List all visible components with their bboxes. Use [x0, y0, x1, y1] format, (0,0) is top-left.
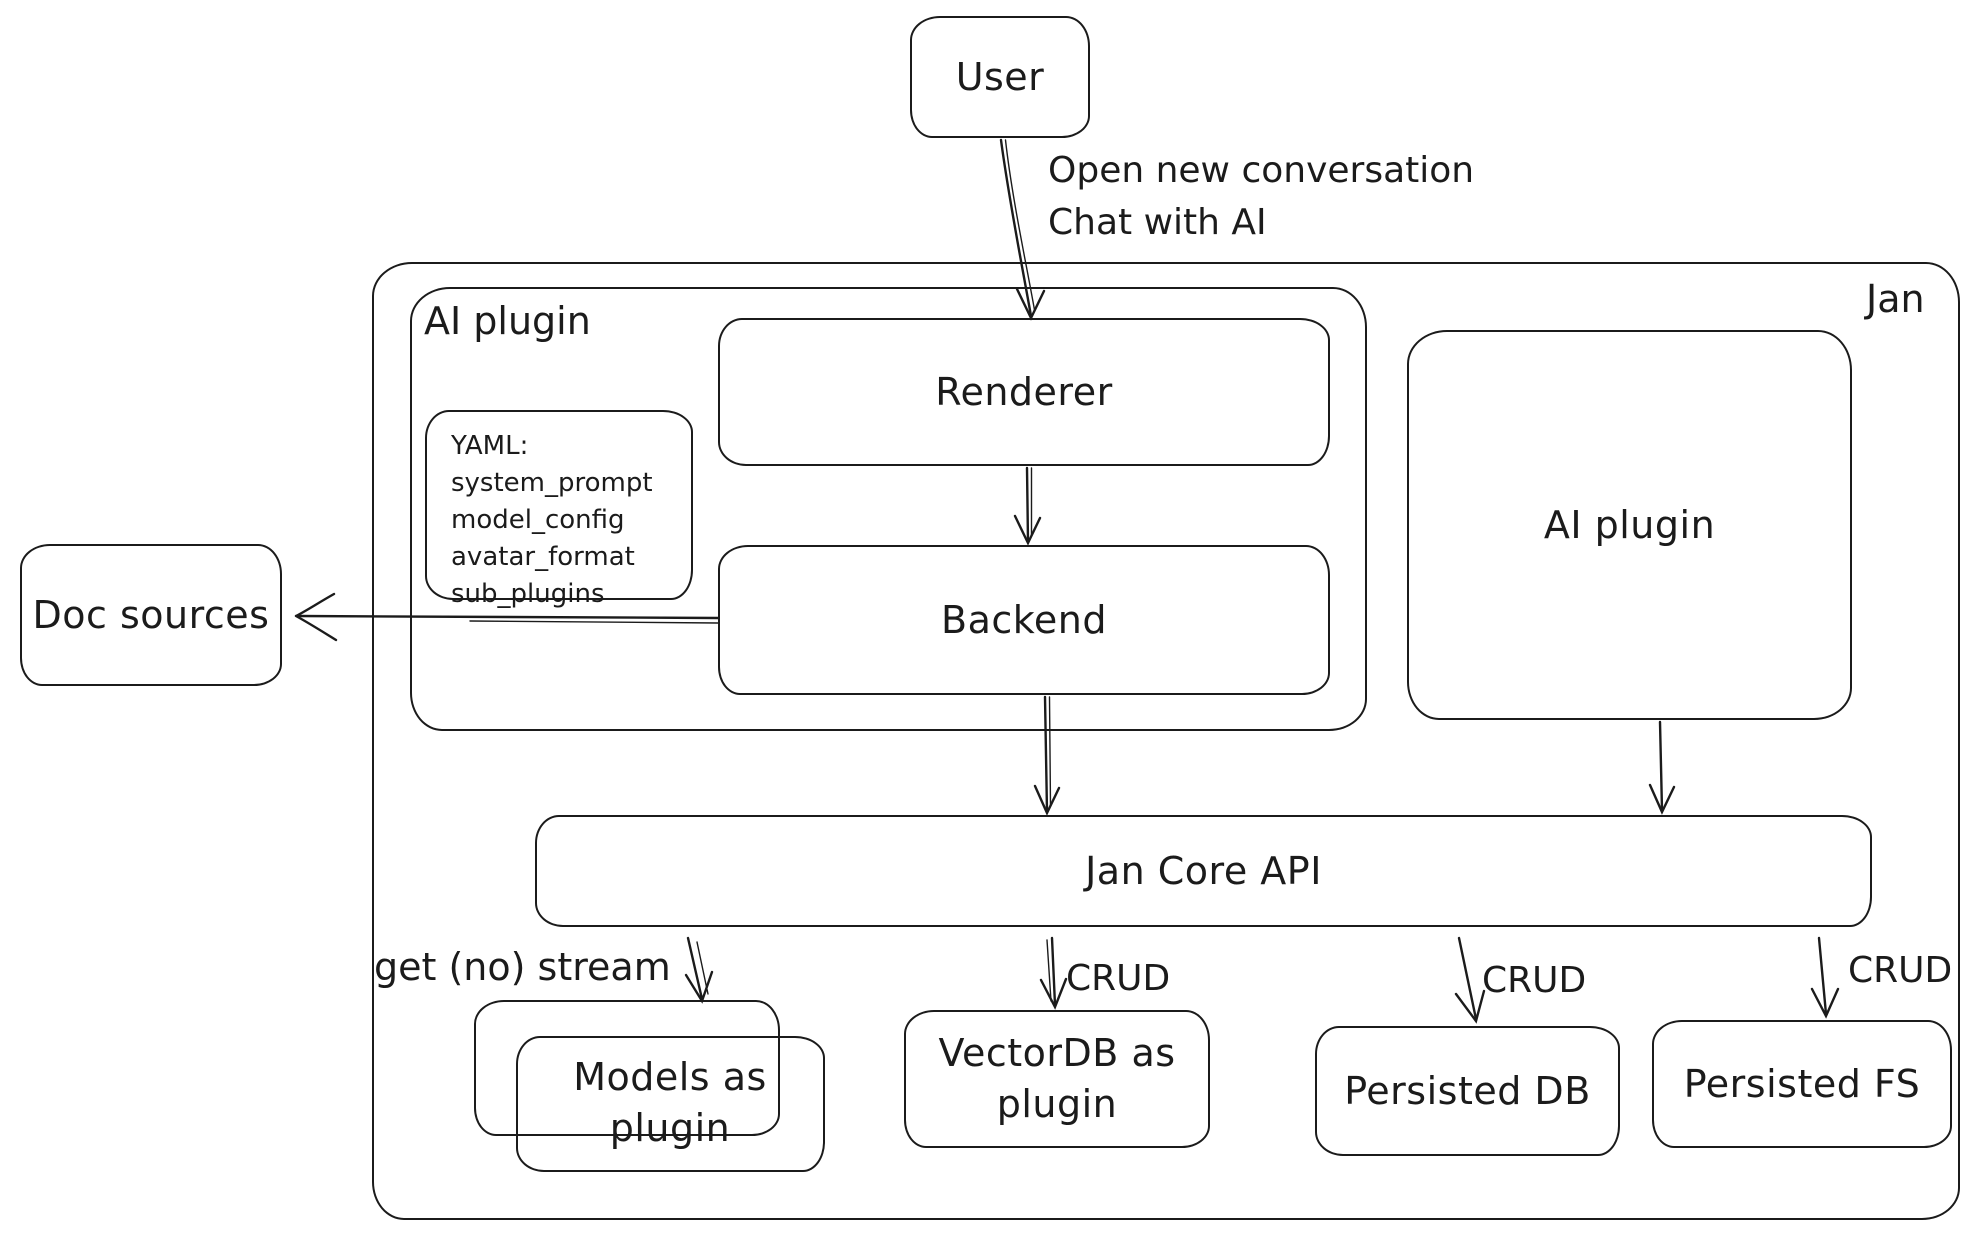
- yaml-line: sub_plugins: [451, 578, 605, 609]
- doc-sources-label: Doc sources: [32, 593, 270, 637]
- edge-label-open-conversation: Open new conversation: [1048, 150, 1475, 191]
- edge-label-chat-with-ai: Chat with AI: [1048, 202, 1267, 243]
- backend-node-label: Backend: [941, 598, 1107, 642]
- renderer-node-label: Renderer: [935, 370, 1113, 414]
- persisted-fs-label: Persisted FS: [1683, 1062, 1921, 1106]
- doc-sources-node: Doc sources: [20, 544, 282, 686]
- ai-plugin-right-node: AI plugin: [1407, 330, 1852, 720]
- yaml-line: model_config: [451, 504, 625, 535]
- edge-label-crud-vectordb: CRUD: [1066, 958, 1171, 999]
- edge-label-crud-persisted-db: CRUD: [1482, 960, 1587, 1001]
- persisted-fs-node: Persisted FS: [1652, 1020, 1952, 1148]
- models-plugin-back-box: [474, 1000, 780, 1136]
- renderer-node: Renderer: [718, 318, 1330, 466]
- yaml-line: avatar_format: [451, 541, 635, 572]
- persisted-db-label: Persisted DB: [1344, 1069, 1591, 1113]
- yaml-line: YAML:: [451, 431, 529, 461]
- jan-container: [372, 262, 1960, 1220]
- persisted-db-node: Persisted DB: [1315, 1026, 1620, 1156]
- ai-plugin-group-label: AI plugin: [424, 299, 591, 343]
- jan-container-label: Jan: [1866, 277, 1925, 321]
- yaml-line: system_prompt: [451, 467, 653, 498]
- edge-label-crud-persisted-fs: CRUD: [1848, 950, 1953, 991]
- edge-label-get-no-stream: get (no) stream: [374, 945, 671, 989]
- yaml-note-text: YAML: system_prompt model_config avatar_…: [427, 412, 653, 613]
- user-node-label: User: [955, 55, 1045, 99]
- ai-plugin-right-label: AI plugin: [1543, 503, 1716, 547]
- jan-core-api-label: Jan Core API: [1085, 849, 1322, 893]
- models-plugin-node: [516, 1036, 825, 1172]
- backend-node: Backend: [718, 545, 1330, 695]
- user-node: User: [910, 16, 1090, 138]
- models-plugin-label: Models as plugin: [573, 1054, 767, 1150]
- jan-core-api-node: Jan Core API: [535, 815, 1872, 927]
- yaml-note: YAML: system_prompt model_config avatar_…: [425, 410, 693, 609]
- vectordb-plugin-node: VectorDB as plugin: [904, 1010, 1210, 1148]
- vectordb-plugin-label: VectorDB as plugin: [938, 1030, 1176, 1126]
- ai-plugin-group: [410, 287, 1367, 731]
